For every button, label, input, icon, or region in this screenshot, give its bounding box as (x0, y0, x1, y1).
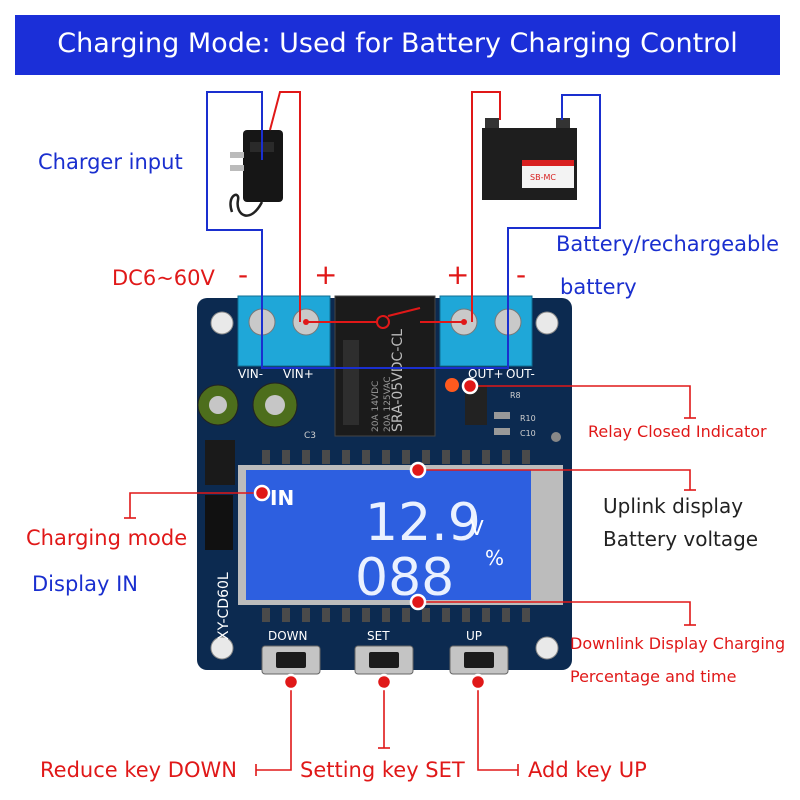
charger-adapter (229, 130, 283, 217)
side-switch (205, 440, 235, 485)
minus-left-label: - (238, 258, 249, 291)
c3-label: C3 (304, 431, 316, 441)
callout-charging-mode (129, 492, 262, 518)
minus-right-label: - (516, 258, 527, 291)
board-model: XY-CD60L (216, 572, 232, 640)
ic-chip (465, 385, 487, 425)
up-button-label: UP (466, 629, 482, 643)
lcd-mode-text: IN (270, 486, 294, 510)
resistor (494, 412, 510, 419)
mounting-hole (535, 636, 559, 660)
callout-up-key (477, 682, 518, 771)
relay-window (343, 340, 359, 425)
title-banner (15, 15, 780, 75)
via (551, 432, 561, 442)
charging-mode-label-line1: Charging mode (26, 526, 188, 550)
output-terminal-block (439, 295, 533, 367)
setting-key-label: Setting key SET (300, 758, 465, 782)
capacitor-top (209, 396, 227, 414)
down-button-label: DOWN (268, 629, 308, 643)
set-button-cap (369, 652, 399, 668)
wire-battery-negative (507, 94, 601, 322)
callout-uplink (418, 469, 691, 490)
downlink-label-line1: Downlink Display Charging (570, 634, 786, 653)
relay-contact (376, 315, 390, 329)
input-terminal-block (237, 295, 331, 367)
vin-plus-label: VIN+ (283, 367, 314, 381)
dc-range-label: DC6~60V (112, 266, 215, 290)
relay-indicator-label: Relay Closed Indicator (588, 422, 767, 441)
c10-label: C10 (520, 429, 536, 438)
relay-rating-2: 20A 125VAC (383, 376, 393, 432)
out-plus-label: OUT+ (468, 367, 504, 381)
relay-text: SRA-05VDC-CL (390, 329, 406, 432)
page-title: Charging Mode: Used for Battery Charging… (57, 28, 738, 59)
r10-label: R10 (520, 414, 536, 423)
callout-markers (253, 377, 487, 691)
mounting-hole (210, 636, 234, 660)
plus-right-label: + (446, 258, 470, 291)
uplink-label-line2: Battery voltage (603, 527, 759, 551)
charging-mode-label-line2: Display IN (32, 572, 138, 596)
wire-charger-negative (206, 91, 263, 322)
uplink-label-line1: Uplink display (603, 494, 744, 518)
battery-label-line2: battery (560, 275, 637, 299)
reduce-key-label: Reduce key DOWN (40, 758, 237, 782)
lcd-voltage-unit: V (470, 516, 484, 540)
r8-label: R8 (510, 391, 521, 400)
resistor (494, 428, 510, 435)
relay-led (445, 378, 459, 392)
side-module (205, 495, 233, 550)
wire-internal-negative (261, 322, 509, 369)
terminal-dot (461, 319, 467, 325)
battery-label-line1: Battery/rechargeable (556, 232, 780, 256)
mounting-hole (535, 311, 559, 335)
callout-down-key (256, 682, 292, 771)
lcd-screen (246, 470, 531, 600)
terminal-dot (303, 319, 309, 325)
callout-downlink (418, 601, 691, 625)
relay-switch-arm (387, 307, 421, 317)
wire-charger-positive (269, 91, 301, 322)
down-button-cap (276, 652, 306, 668)
up-button-cap (464, 652, 494, 668)
out-minus-label: OUT- (506, 367, 535, 381)
capacitor-top (265, 395, 285, 415)
relay-rating-1: 20A 14VDC (371, 381, 381, 432)
add-key-label: Add key UP (528, 758, 647, 782)
wire-battery-positive (471, 91, 501, 322)
lcd-percent-unit: % (485, 546, 504, 570)
mounting-hole (210, 311, 234, 335)
battery-icon: SB-MC (482, 118, 577, 200)
battery-brand: SB-MC (530, 173, 556, 182)
lcd-percent: 088 (355, 548, 454, 608)
callout-relay-indicator (470, 385, 691, 418)
plus-left-label: + (314, 258, 338, 291)
set-button-label: SET (367, 629, 390, 643)
lcd-voltage: 12.9 (365, 493, 481, 553)
lcd-pins-bottom (262, 608, 530, 622)
lcd-pins-top (262, 450, 530, 464)
charger-input-label: Charger input (38, 150, 183, 174)
vin-minus-label: VIN- (238, 367, 263, 381)
downlink-label-line2: Percentage and time (570, 667, 737, 686)
